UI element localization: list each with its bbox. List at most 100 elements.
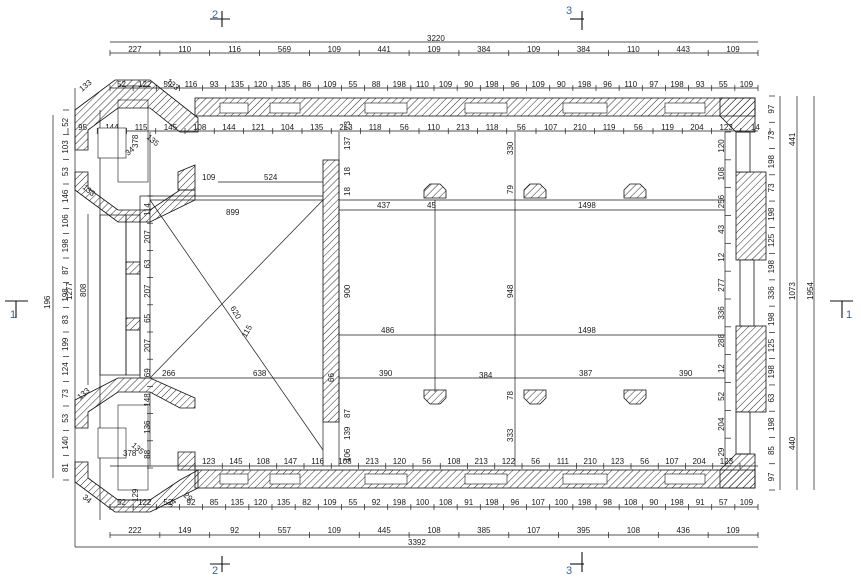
dimension-label: 109: [323, 80, 337, 89]
section-label: 2: [212, 565, 218, 577]
dimension-label: 109: [740, 80, 754, 89]
dimension-label: 125: [767, 338, 776, 352]
dimension-label: 109: [740, 498, 754, 507]
dim-label: 137: [343, 136, 352, 150]
dimension-label: 57: [719, 498, 728, 507]
dimension-label: 43: [717, 224, 726, 233]
right-outer-dim: 1954: [806, 282, 815, 300]
dim-label: 133: [78, 78, 94, 94]
dimension-label: 81: [61, 463, 70, 472]
dimension-label: 146: [61, 189, 70, 203]
dim-label: 135: [145, 133, 161, 149]
dimension-label: 198: [767, 260, 776, 274]
dimension-label: 55: [719, 80, 728, 89]
dimension-label: 97: [649, 80, 658, 89]
dim-label: 378: [123, 449, 137, 458]
dim-label: 18: [343, 187, 352, 196]
dim-label: 1498: [578, 326, 596, 335]
dimension-label: 569: [278, 45, 292, 54]
dimension-label: 384: [577, 45, 591, 54]
dimension-label: 204: [690, 123, 704, 132]
right-dimension-chains: 1954 441 1073 440 9773198731981251983361…: [717, 95, 815, 491]
dimension-label: 103: [61, 140, 70, 154]
dimension-label: 90: [649, 498, 658, 507]
dimension-label: 445: [377, 526, 391, 535]
dimension-label: 109: [427, 45, 441, 54]
dimension-label: 147: [284, 457, 298, 466]
section-label: 1: [846, 309, 852, 321]
dimension-label: 122: [502, 457, 516, 466]
dimension-label: 198: [767, 365, 776, 379]
dimension-label: 110: [627, 45, 640, 54]
section-marker-bottom-right: 3: [566, 552, 584, 577]
dimension-label: 29: [717, 447, 726, 456]
dimension-label: 116: [311, 457, 324, 466]
section-label: 2: [212, 9, 218, 21]
dimension-label: 115: [135, 123, 148, 132]
dimension-label: 56: [422, 457, 431, 466]
dim-label: 333: [506, 428, 515, 442]
dimension-label: 120: [254, 80, 268, 89]
dimension-label: 107: [527, 526, 541, 535]
dimension-label: 198: [670, 80, 684, 89]
dimension-label: 108: [717, 167, 726, 181]
dimension-label: 53: [61, 167, 70, 176]
dimension-label: 121: [251, 123, 265, 132]
dim-label: 266: [162, 369, 176, 378]
dimension-label: 120: [717, 139, 726, 153]
dimension-label: 111: [557, 457, 570, 466]
right-mid-dim-center: 1073: [788, 282, 797, 300]
dimension-label: 118: [486, 123, 499, 132]
dimension-label: 213: [365, 457, 379, 466]
dimension-label: 120: [393, 457, 407, 466]
dimension-label: 96: [511, 498, 520, 507]
dim-label: 133: [165, 77, 181, 93]
dimension-label: 145: [164, 123, 178, 132]
dimension-label: 97: [767, 472, 776, 481]
dim-label: 115: [240, 323, 254, 339]
dimension-label: 149: [178, 526, 192, 535]
dim-label: 45: [427, 201, 436, 210]
dim-label: 900: [343, 284, 352, 298]
dimension-label: 92: [372, 498, 381, 507]
dimension-label: 56: [400, 123, 409, 132]
dimension-label: 198: [578, 498, 592, 507]
dimension-label: 56: [634, 123, 643, 132]
dimension-label: 63: [143, 259, 152, 268]
dimension-label: 436: [677, 526, 691, 535]
dimension-label: 204: [692, 457, 706, 466]
dim-label: 139: [343, 426, 352, 440]
dimension-label: 86: [302, 80, 311, 89]
dimension-label: 207: [143, 284, 152, 298]
dimension-label: 198: [393, 498, 407, 507]
dimension-label: 82: [302, 498, 311, 507]
dimension-label: 55: [349, 498, 358, 507]
dimension-label: 120: [254, 498, 268, 507]
dimension-label: 213: [339, 123, 353, 132]
dimension-label: 198: [578, 80, 592, 89]
right-mid-dim-top: 441: [788, 132, 797, 146]
dimension-label: 97: [767, 104, 776, 113]
dim-label: 79: [506, 185, 515, 194]
dimension-label: 85: [210, 498, 219, 507]
dim-label: 387: [579, 369, 593, 378]
dimension-label: 136: [143, 420, 152, 434]
dimension-label: 336: [717, 306, 726, 320]
dimension-label: 116: [228, 45, 241, 54]
dimension-label: 124: [61, 362, 70, 376]
dimension-label: 53: [61, 413, 70, 422]
dimension-label: 96: [511, 80, 520, 89]
dim-label: 390: [379, 369, 393, 378]
section-marker-left: 1: [5, 300, 28, 321]
right-mid-dim-bottom: 440: [788, 436, 797, 450]
dimension-label: 85: [767, 446, 776, 455]
dimension-label: 148: [143, 393, 152, 407]
top-total-dim: 3220: [427, 34, 445, 43]
dimension-label: 227: [128, 45, 142, 54]
dim-label: 66: [327, 373, 336, 382]
dimension-label: 109: [527, 45, 541, 54]
dimension-label: 198: [61, 288, 70, 302]
dimension-label: 52: [163, 80, 172, 89]
